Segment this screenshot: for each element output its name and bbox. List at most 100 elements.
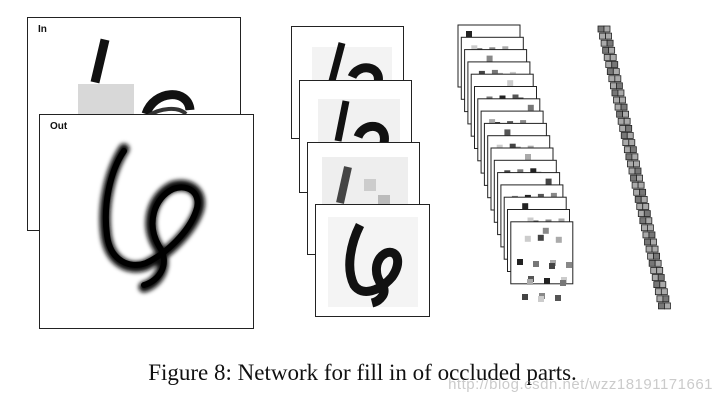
code-node <box>634 195 642 203</box>
code-node <box>637 181 645 189</box>
code-node <box>645 245 653 253</box>
code-node <box>622 139 630 147</box>
output-label: Out <box>50 121 68 132</box>
code-node <box>614 75 622 83</box>
code-node <box>617 117 625 125</box>
code-node <box>610 82 617 90</box>
code-node <box>619 125 627 132</box>
code-node <box>600 39 608 47</box>
code-node <box>653 281 661 289</box>
latent-map-cell <box>560 280 566 286</box>
latent-map-cell <box>533 261 539 267</box>
code-node <box>623 117 631 125</box>
code-node <box>612 68 620 75</box>
code-node <box>651 245 659 253</box>
code-node <box>633 160 640 168</box>
code-node <box>606 68 614 75</box>
code-node <box>631 181 639 189</box>
latent-map-cell <box>522 294 528 300</box>
code-node <box>639 217 647 225</box>
code-node <box>622 110 629 118</box>
code-node <box>642 203 650 210</box>
code-node <box>640 195 648 203</box>
code-node <box>641 224 648 232</box>
code-node <box>599 32 606 40</box>
latent-map-cell <box>538 296 544 302</box>
code-node <box>628 167 636 175</box>
code-node <box>626 132 634 139</box>
code-node <box>650 238 657 246</box>
code-node <box>611 61 619 68</box>
figure-caption: Figure 8: Network for fill in of occlude… <box>148 360 577 385</box>
code-node <box>660 288 668 296</box>
code-node <box>657 274 665 281</box>
latent-map <box>510 221 574 285</box>
code-node <box>623 146 631 154</box>
code-node <box>613 96 620 104</box>
code-node <box>602 46 610 54</box>
code-node <box>648 259 656 267</box>
code-node <box>616 110 623 118</box>
code-node <box>654 259 662 267</box>
latent-map-cell <box>549 263 555 269</box>
code-node <box>603 25 611 33</box>
code-node <box>656 295 664 303</box>
code-node <box>627 160 634 168</box>
watermark: http://blog.csdn.net/wzz18191171661 <box>448 376 713 393</box>
code-node <box>630 174 637 182</box>
code-node <box>647 252 654 260</box>
input-label: In <box>38 24 47 35</box>
code-node <box>614 103 622 111</box>
code-node <box>633 188 641 196</box>
code-node <box>656 266 664 274</box>
code-node <box>647 224 654 232</box>
feature-map-4 <box>315 204 430 317</box>
code-node <box>645 217 653 225</box>
code-node <box>636 174 643 182</box>
code-node <box>637 210 645 218</box>
code-node <box>658 302 665 310</box>
code-node <box>625 125 633 132</box>
code-node <box>642 231 650 239</box>
latent-map-cell <box>555 295 561 301</box>
code-node <box>648 231 656 239</box>
code-node <box>654 288 662 296</box>
code-node <box>609 54 617 61</box>
code-node <box>608 46 616 54</box>
code-node <box>619 96 626 104</box>
code-node <box>643 210 651 218</box>
code-node <box>659 281 667 289</box>
code-node <box>597 25 605 33</box>
latent-map-cell <box>517 259 523 265</box>
code-node <box>603 54 611 61</box>
code-node <box>606 39 614 47</box>
code-node <box>616 82 623 90</box>
code-node <box>662 295 670 303</box>
code-node <box>625 153 633 161</box>
code-node <box>608 75 616 83</box>
code-node <box>605 61 613 68</box>
code-node <box>620 103 628 111</box>
output-panel: Out <box>39 114 254 329</box>
latent-map-cell <box>527 279 533 285</box>
code-node <box>611 89 619 97</box>
output-digit-image <box>99 143 205 293</box>
code-node <box>629 146 637 154</box>
code-node <box>631 153 639 161</box>
code-node <box>664 302 671 310</box>
code-node <box>634 167 642 175</box>
code-node <box>636 203 644 210</box>
latent-map-cell <box>566 262 572 268</box>
code-node <box>651 274 659 281</box>
code-node <box>617 89 625 97</box>
code-node <box>605 32 612 40</box>
code-node <box>639 188 647 196</box>
code-node <box>644 238 651 246</box>
latent-map-cell <box>544 278 550 284</box>
code-node <box>628 139 636 147</box>
code-node <box>620 132 628 139</box>
code-node <box>653 252 660 260</box>
code-node <box>650 266 658 274</box>
